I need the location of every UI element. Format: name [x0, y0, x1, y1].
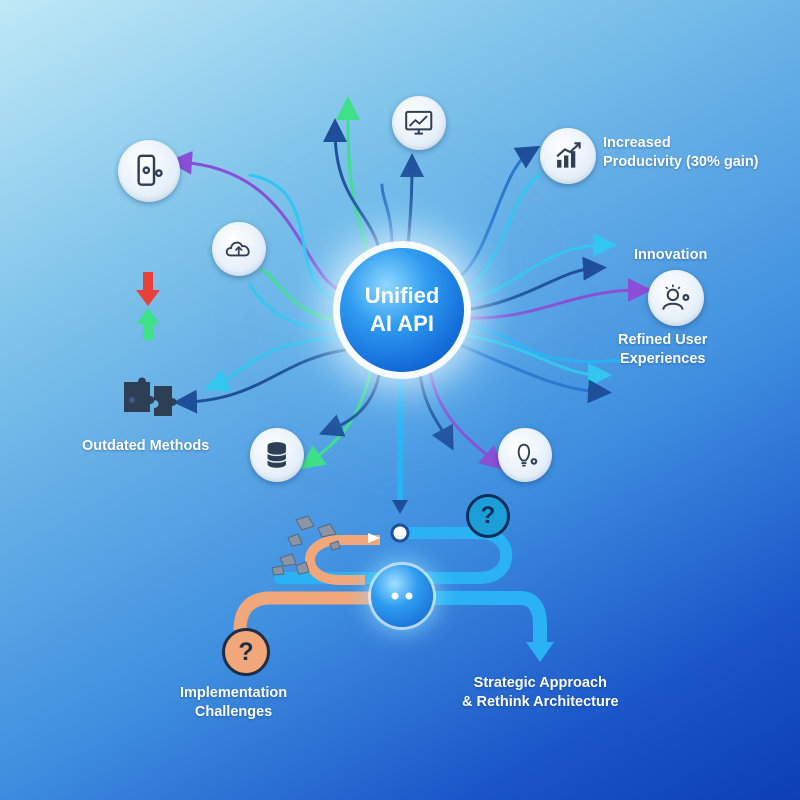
strategic-label-line2: & Rethink Architecture [462, 694, 619, 710]
hub-title-line2: AI API [370, 311, 434, 336]
question-mark-icon: ? [238, 637, 254, 666]
face-eyes-icon [391, 592, 413, 600]
cloud-sync-node [212, 222, 266, 276]
idea-node [498, 428, 552, 482]
strategic-label-line1: Strategic Approach [473, 675, 607, 691]
bar-chart-growth-icon [556, 141, 581, 168]
productivity-label-line1: Increased [603, 135, 671, 151]
refined-label-line2: Experiences [620, 351, 706, 367]
refined-user-experiences-label: Refined User Experiences [618, 331, 707, 369]
mobile-settings-icon [137, 154, 163, 186]
implementation-label-line1: Implementation [180, 685, 288, 701]
hub-title-line1: Unified [364, 283, 440, 308]
cloud-sync-icon [226, 241, 250, 257]
refined-label-line1: Refined User [618, 332, 708, 348]
strategic-approach-label: Strategic Approach & Rethink Architectur… [462, 674, 619, 712]
implementation-challenges-label: Implementation Challenges [180, 684, 287, 722]
question-mark-badge-right: ? [466, 494, 510, 538]
database-node [250, 428, 304, 482]
user-gear-icon [661, 284, 690, 310]
innovation-node [648, 270, 704, 326]
outdated-methods-label: Outdated Methods [82, 438, 210, 454]
productivity-node [540, 128, 596, 184]
implementation-label-line2: Challenges [194, 704, 273, 720]
database-icon [267, 442, 287, 468]
innovation-label: Innovation [634, 247, 708, 263]
productivity-label-line2: Producivity (30% gain) [603, 154, 759, 170]
unified-ai-api-hub: Unified AI API [340, 248, 464, 372]
monitor-chart-icon [405, 111, 433, 135]
question-mark-icon: ? [480, 502, 496, 529]
question-mark-badge-left: ? [222, 628, 270, 676]
mobile-settings-node [118, 140, 180, 202]
monitor-chart-node [392, 96, 446, 150]
junction-face-orb [371, 565, 433, 627]
puzzle-pieces-icon [124, 377, 177, 416]
lightbulb-gear-icon [518, 444, 538, 467]
productivity-label: Increased Producivity (30% gain) [603, 134, 759, 172]
